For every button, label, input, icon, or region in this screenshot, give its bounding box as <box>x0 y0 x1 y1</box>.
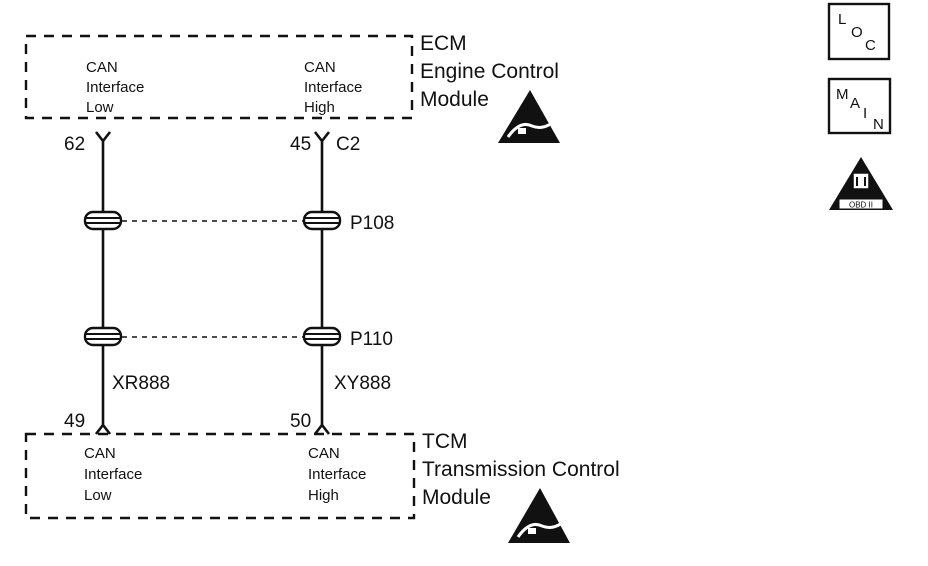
tcm-pin-49: 49 <box>64 411 85 432</box>
tcm-name-line-2: Module <box>422 486 491 509</box>
obd-ii-label: OBD II <box>849 201 873 210</box>
ecm-abbreviation: ECM <box>420 32 467 55</box>
ecm-right-pin-label-2: Interface <box>304 79 362 96</box>
tcm-right-pin-label-2: Interface <box>308 466 366 483</box>
ecm-module: CAN Interface Low CAN Interface High <box>24 34 414 120</box>
tcm-right-pin-label-3: High <box>308 487 339 504</box>
wire-label-xy888: XY888 <box>334 373 391 394</box>
main-badge-letter-i: I <box>863 105 867 122</box>
can-high-circuit: 45 C2 50 XY888 <box>290 131 391 435</box>
splice-connector-right-p110 <box>302 326 342 347</box>
main-badge: M A I N <box>827 77 892 135</box>
tcm-name-line-1: Transmission Control <box>422 458 620 481</box>
splice-connector-left-p110 <box>83 326 123 347</box>
tcm-left-pin-label-3: Low <box>84 487 112 504</box>
can-high-wire <box>313 131 331 435</box>
splice-label-p108: P108 <box>350 213 394 234</box>
ecm-pin-45: 45 <box>290 134 311 155</box>
main-badge-letter-n: N <box>873 116 884 133</box>
ecm-module-outline <box>24 34 414 120</box>
ecm-connector-c2: C2 <box>336 134 360 155</box>
splice-pack-p110: P110 <box>83 326 393 350</box>
loc-badge-letter-l: L <box>838 11 846 28</box>
can-low-circuit: 62 49 XR888 <box>64 131 170 435</box>
tcm-left-pin-label-1: CAN <box>84 445 116 462</box>
loc-badge: L O C <box>827 2 891 61</box>
tcm-left-pin-label-2: Interface <box>84 466 142 483</box>
tcm-module-outline <box>24 432 416 520</box>
main-badge-letter-m: M <box>836 86 849 103</box>
ecm-right-pin-label-3: High <box>304 99 335 116</box>
loc-badge-letter-c: C <box>865 37 876 54</box>
ecm-name-line-2: Module <box>420 88 489 111</box>
ecm-name-line-1: Engine Control <box>420 60 559 83</box>
tcm-pin-50: 50 <box>290 411 311 432</box>
ecm-pin-62: 62 <box>64 134 85 155</box>
ecm-left-pin-label-1: CAN <box>86 59 118 76</box>
ecm-left-pin-label-2: Interface <box>86 79 144 96</box>
splice-connector-right-p108 <box>302 210 342 231</box>
loc-badge-letter-o: O <box>851 24 863 41</box>
tcm-module: CAN Interface Low CAN Interface High <box>24 432 416 520</box>
main-badge-letter-a: A <box>850 95 860 112</box>
can-low-wire <box>94 131 112 435</box>
ecm-right-pin-label-1: CAN <box>304 59 336 76</box>
splice-pack-p108: P108 <box>83 210 394 234</box>
splice-connector-left-p108 <box>83 210 123 231</box>
wire-label-xr888: XR888 <box>112 373 170 394</box>
ecm-left-pin-label-3: Low <box>86 99 114 116</box>
tcm-abbreviation: TCM <box>422 430 468 453</box>
tcm-right-pin-label-1: CAN <box>308 445 340 462</box>
splice-label-p110: P110 <box>350 329 393 350</box>
esd-warning-icon <box>508 488 570 543</box>
obd-ii-icon: OBD II <box>829 157 893 210</box>
esd-warning-icon <box>498 90 560 143</box>
